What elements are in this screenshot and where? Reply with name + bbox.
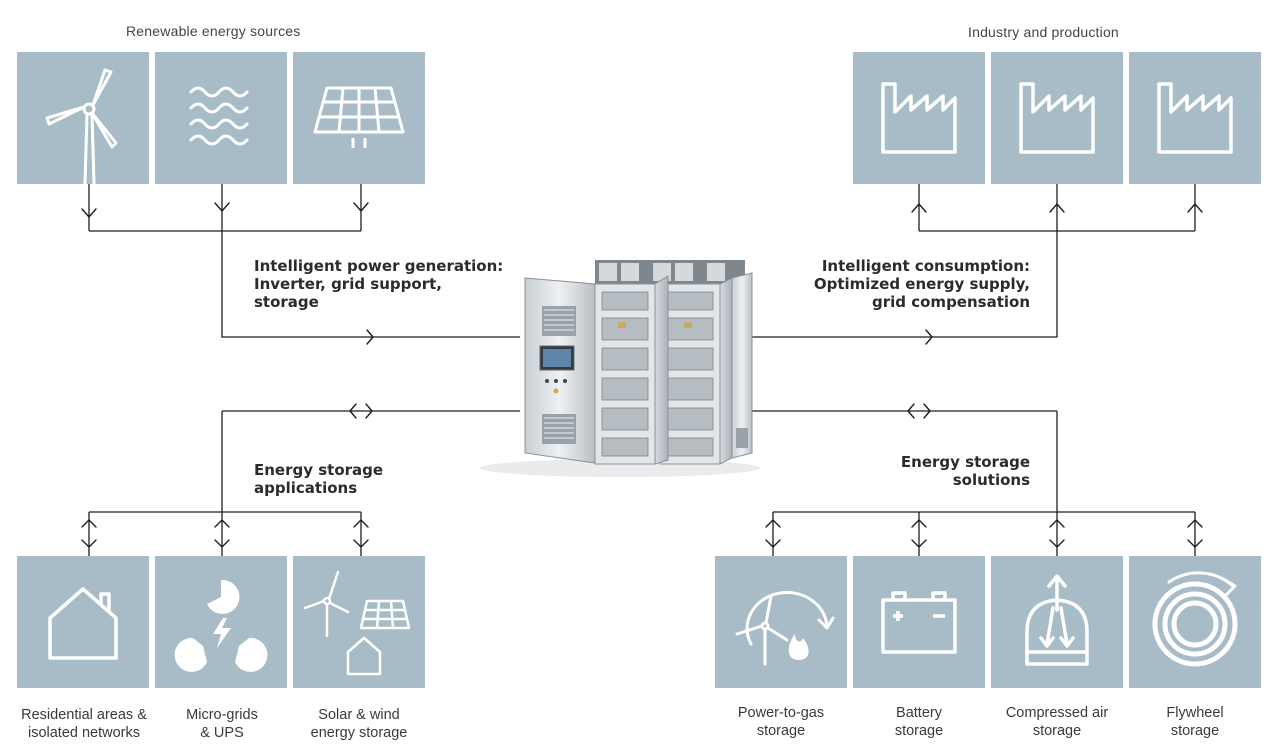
factory-icon <box>1157 82 1233 154</box>
caption-flywheel: Flywheel storage <box>1166 705 1224 739</box>
caption-power-to-gas: Power-to-gas storage <box>737 705 825 739</box>
renewable-tile-wind <box>17 52 149 184</box>
wind-turbine-icon <box>45 68 118 184</box>
microgrid-icon <box>174 579 268 672</box>
storage-solutions-label: Energy storage solutions <box>900 453 1030 489</box>
industry-production-title: Industry and production <box>968 24 1119 40</box>
power-converter-cabinet-image <box>480 260 760 477</box>
solution-tile-flywheel <box>1129 556 1261 688</box>
water-waves-icon <box>189 86 249 146</box>
renewable-tile-water <box>155 52 287 184</box>
caption-residential: Residential areas & isolated networks <box>21 707 147 741</box>
industry-tile-3 <box>1129 52 1261 184</box>
caption-solar-wind: Solar & wind energy storage <box>310 707 408 741</box>
caption-microgrids: Micro-grids & UPS <box>186 707 258 741</box>
caption-compressed-air: Compressed air storage <box>1005 705 1109 739</box>
flywheel-icon <box>1152 571 1238 667</box>
solution-tile-battery <box>853 556 985 688</box>
factory-icon <box>1019 82 1095 154</box>
consumption-flow-label: Intelligent consumption: Optimized energ… <box>813 257 1030 311</box>
renewable-sources-title: Renewable energy sources <box>126 23 301 39</box>
house-icon <box>48 587 118 660</box>
storage-applications-label: Energy storage applications <box>254 461 384 497</box>
power-to-gas-icon <box>735 591 835 666</box>
renewable-tile-solar <box>293 52 425 184</box>
industry-tile-1 <box>853 52 985 184</box>
industry-tile-2 <box>991 52 1123 184</box>
application-tile-residential <box>17 556 149 688</box>
compressed-air-icon <box>1025 574 1089 666</box>
factory-icon <box>881 82 957 154</box>
application-tile-solar-wind <box>293 556 425 688</box>
generation-flow-label: Intelligent power generation: Inverter, … <box>254 257 504 311</box>
application-tile-microgrid <box>155 556 287 688</box>
solar-wind-house-icon <box>303 570 411 676</box>
solution-tile-power-to-gas <box>715 556 847 688</box>
caption-battery: Battery storage <box>894 705 944 739</box>
battery-icon <box>881 591 957 654</box>
solar-panel-icon <box>313 86 405 148</box>
solution-tile-compressed-air <box>991 556 1123 688</box>
